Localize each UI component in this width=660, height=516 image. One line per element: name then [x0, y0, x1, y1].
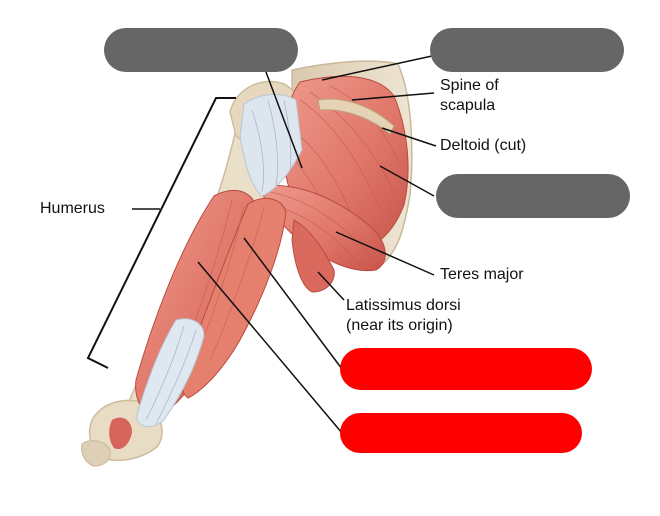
- label-spine-of-scapula: Spine of scapula: [440, 76, 499, 116]
- hidden-label-box-top-left: [104, 28, 298, 72]
- label-latissimus-dorsi: Latissimus dorsi (near its origin): [346, 296, 461, 336]
- label-humerus: Humerus: [40, 199, 105, 219]
- hidden-label-box-red-lower: [340, 413, 582, 453]
- hidden-label-box-top-right: [430, 28, 624, 72]
- label-teres-major: Teres major: [440, 265, 524, 285]
- hidden-label-box-middle-right: [436, 174, 630, 218]
- label-deltoid-cut: Deltoid (cut): [440, 136, 526, 156]
- hidden-label-box-red-upper: [340, 348, 592, 390]
